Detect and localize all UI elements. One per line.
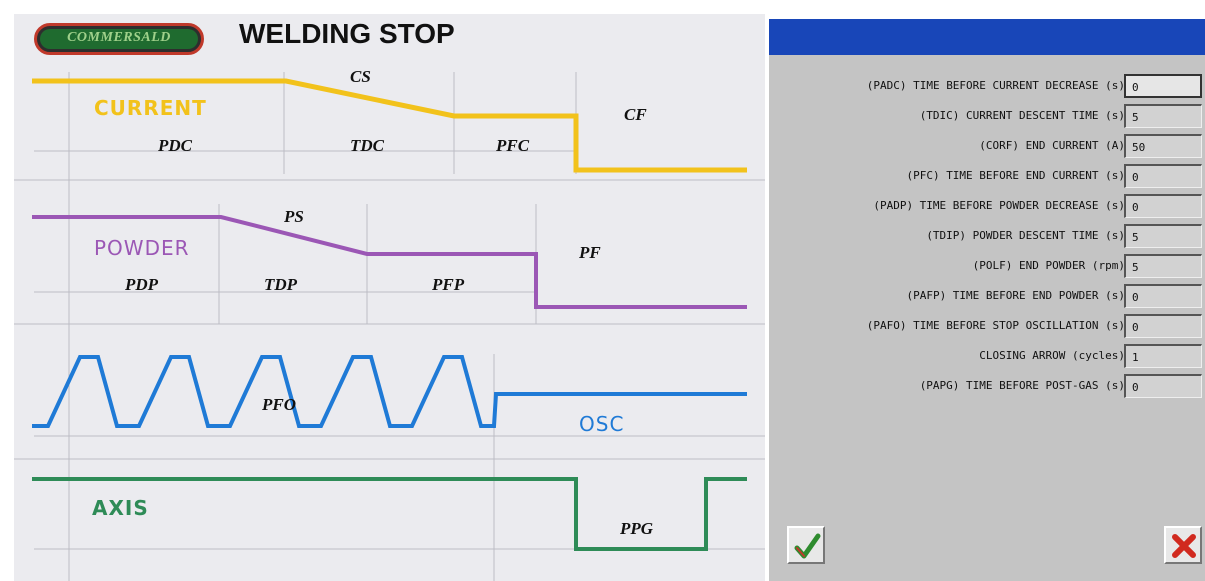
current-signal-line [32,78,747,173]
param-row-padc: (PADC) TIME BEFORE CURRENT DECREASE (s) … [769,71,1205,101]
param-label: (TDIC) CURRENT DESCENT TIME (s) [919,109,1125,122]
cancel-button[interactable] [1164,526,1202,564]
osc-signal-line [32,355,747,428]
padp-input[interactable]: 0 [1124,194,1202,218]
param-row-pafo: (PAFO) TIME BEFORE STOP OSCILLATION (s) … [769,311,1205,341]
dialog-title-bar [769,19,1205,55]
close-x-icon [1172,534,1196,558]
label-cs: CS [350,67,371,86]
label-cf: CF [624,105,647,124]
logo-text: COMMERSALD [67,30,171,45]
confirm-button[interactable] [787,526,825,564]
axis-signal-label: AXIS [92,496,149,520]
param-row-pfc: (PFC) TIME BEFORE END CURRENT (s) 0 [769,161,1205,191]
param-row-closing-arrow: CLOSING ARROW (cycles) 1 [769,341,1205,371]
param-row-pafp: (PAFP) TIME BEFORE END POWDER (s) 0 [769,281,1205,311]
checkmark-icon [794,533,821,559]
label-ppg: PPG [620,519,654,538]
param-label: (PAPG) TIME BEFORE POST-GAS (s) [919,379,1125,392]
label-pdp: PDP [125,275,159,294]
pafo-input[interactable]: 0 [1124,314,1202,338]
powder-signal-line [32,215,747,309]
label-ps: PS [284,207,304,226]
param-label: (POLF) END POWDER (rpm) [972,259,1125,272]
parameters-dialog: (PADC) TIME BEFORE CURRENT DECREASE (s) … [769,19,1205,581]
pafp-input[interactable]: 0 [1124,284,1202,308]
tdip-input[interactable]: 5 [1124,224,1202,248]
papg-input[interactable]: 0 [1124,374,1202,398]
tdic-input[interactable]: 5 [1124,104,1202,128]
param-row-padp: (PADP) TIME BEFORE POWDER DECREASE (s) 0 [769,191,1205,221]
param-label: (TDIP) POWDER DESCENT TIME (s) [926,229,1125,242]
commersald-logo: COMMERSALD [34,23,204,55]
label-pfc: PFC [496,136,530,155]
param-label: (PAFP) TIME BEFORE END POWDER (s) [906,289,1125,302]
param-row-papg: (PAPG) TIME BEFORE POST-GAS (s) 0 [769,371,1205,401]
param-row-tdic: (TDIC) CURRENT DESCENT TIME (s) 5 [769,101,1205,131]
page-title: WELDING STOP [239,18,455,49]
label-pdc: PDC [158,136,192,155]
corf-input[interactable]: 50 [1124,134,1202,158]
current-signal-label: CURRENT [94,96,207,120]
param-label: (PADC) TIME BEFORE CURRENT DECREASE (s) [866,79,1125,92]
pfc-input[interactable]: 0 [1124,164,1202,188]
param-label: (PADP) TIME BEFORE POWDER DECREASE (s) [873,199,1125,212]
param-label: CLOSING ARROW (cycles) [979,349,1125,362]
param-label: (CORF) END CURRENT (A) [979,139,1125,152]
padc-input[interactable]: 0 [1124,74,1202,98]
label-tdc: TDC [350,136,384,155]
closing-arrow-input[interactable]: 1 [1124,344,1202,368]
label-pfo: PFO [262,395,296,414]
param-row-polf: (POLF) END POWDER (rpm) 5 [769,251,1205,281]
parameters-form: (PADC) TIME BEFORE CURRENT DECREASE (s) … [769,55,1205,581]
label-tdp: TDP [264,275,298,294]
label-pf: PF [579,243,601,262]
timing-diagram [14,72,765,581]
axis-signal-line [32,477,747,551]
param-row-tdip: (TDIP) POWDER DESCENT TIME (s) 5 [769,221,1205,251]
param-row-corf: (CORF) END CURRENT (A) 50 [769,131,1205,161]
polf-input[interactable]: 5 [1124,254,1202,278]
param-label: (PFC) TIME BEFORE END CURRENT (s) [906,169,1125,182]
powder-signal-label: POWDER [94,236,190,260]
param-label: (PAFO) TIME BEFORE STOP OSCILLATION (s) [866,319,1125,332]
welding-stop-diagram-panel: COMMERSALD WELDING STOP CURRENT POWDER O… [14,14,765,581]
label-pfp: PFP [432,275,465,294]
osc-signal-label: OSC [579,412,625,436]
